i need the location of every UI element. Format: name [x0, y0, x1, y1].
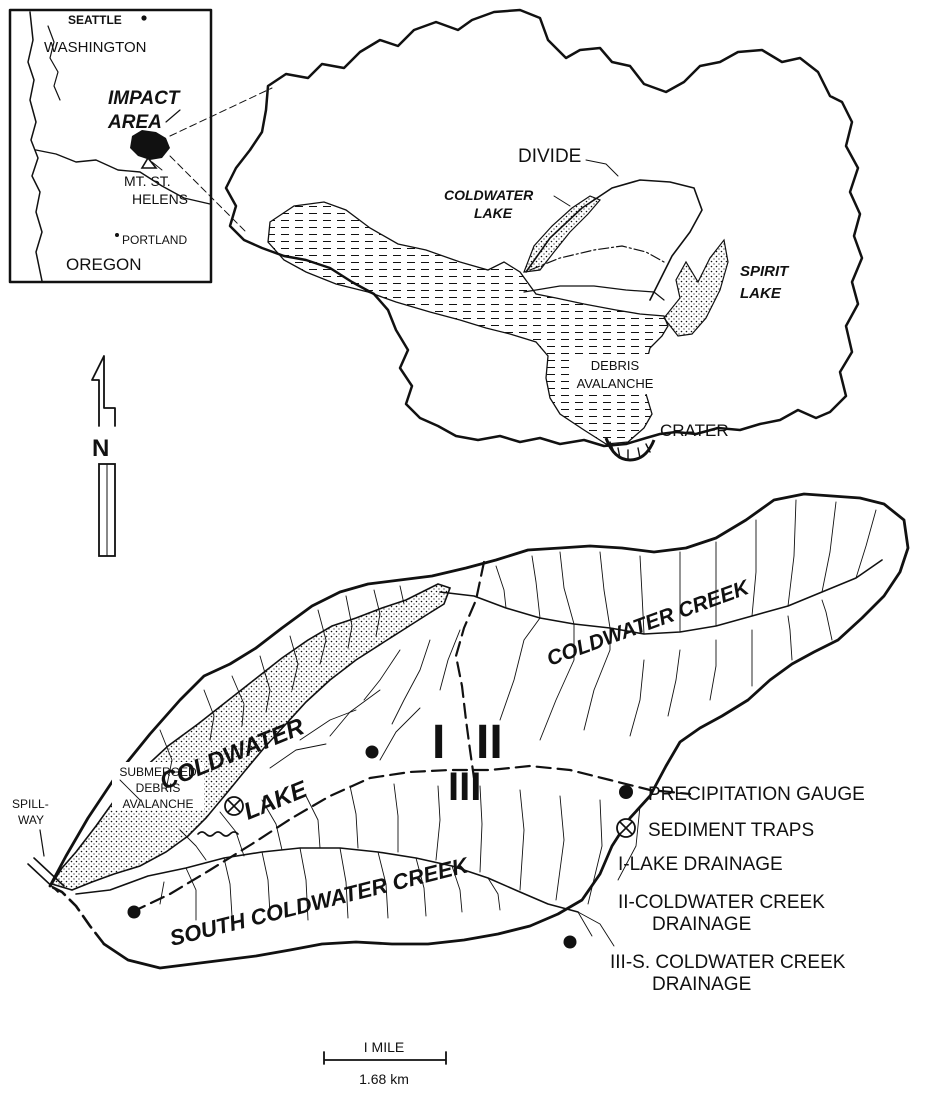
precipitation-gauge-1 — [365, 745, 379, 759]
impact-area-map: DIVIDE COLDWATER LAKE SPIRIT LAKE DEBRIS… — [224, 8, 864, 462]
connector-bottom — [169, 155, 247, 233]
scale-bar: I MILE 1.68 km — [323, 1039, 447, 1087]
coldwater-lake-label-2: LAKE — [240, 776, 312, 826]
legend-item-trap: SEDIMENT TRAPS — [648, 820, 814, 841]
zone-label-2: II — [476, 716, 503, 769]
legend-symbol-trap — [616, 818, 636, 838]
sediment-trap-marker — [224, 796, 244, 816]
submerged-wave-marks — [197, 831, 239, 837]
tributary-network — [119, 499, 877, 947]
divide-inner — [529, 245, 665, 271]
coastline — [27, 11, 43, 282]
helens-pointer — [151, 161, 163, 171]
impact-label-1: IMPACT — [108, 88, 181, 109]
divide-pointer — [585, 159, 619, 177]
divide-south — [523, 285, 665, 301]
divide-line — [525, 179, 703, 301]
impact-pointer — [165, 109, 181, 123]
city-label-1: SEATTLE — [68, 13, 122, 27]
scale-label-km: 1.68 km — [359, 1071, 409, 1087]
debris-avalanche-area — [267, 201, 669, 445]
volcano-label-2: HELENS — [132, 191, 188, 207]
scale-label-miles: I MILE — [364, 1039, 404, 1055]
north-arrow-head — [91, 355, 116, 427]
debris-label-1: DEBRIS — [591, 358, 640, 373]
mt-st-helens-triangle — [140, 156, 158, 169]
submerged-label-2: DEBRIS — [136, 781, 181, 795]
spillway-label-1: SPILL- — [12, 797, 49, 811]
debris-label-backdrop — [572, 354, 658, 394]
inset-map: SEATTLE WASHINGTON IMPACT AREA MT. ST. H… — [8, 8, 213, 284]
impact-label-2: AREA — [107, 112, 162, 133]
state-label-1: WASHINGTON — [44, 39, 147, 56]
inset-frame — [8, 8, 213, 284]
divide-i-ii — [454, 560, 486, 780]
coldwater-creek-channel — [439, 559, 883, 635]
impact-area-outline — [224, 8, 864, 448]
precipitation-gauge-2 — [127, 905, 141, 919]
legend-item-gauge: PRECIPITATION GAUGE — [648, 784, 865, 805]
basin-outline — [48, 492, 910, 970]
detail-map: COLDWATER CREEK COLDWATER LAKE SOUTH COL… — [12, 492, 910, 970]
divide-iii — [130, 764, 692, 914]
coldwater-creek-label: COLDWATER CREEK — [544, 576, 754, 671]
legend-item-creek-drainage: II-COLDWATER CREEK — [618, 892, 825, 913]
zone-label-3: III — [448, 765, 481, 809]
spirit-label-1: SPIRIT — [740, 263, 790, 280]
submerged-label-backdrop — [112, 762, 204, 810]
impact-area-blob — [130, 130, 170, 160]
legend: PRECIPITATION GAUGE SEDIMENT TRAPS I-LAK… — [610, 784, 865, 995]
divide-label: DIVIDE — [518, 146, 581, 167]
seattle-dot — [141, 15, 147, 21]
portland-dot — [115, 233, 119, 237]
legend-item-lake-drainage: I-LAKE DRAINAGE — [618, 854, 783, 875]
state-label-2: OREGON — [66, 255, 142, 274]
puget-sound — [47, 25, 61, 101]
coldwater-pointer — [553, 195, 571, 207]
city-label-2: PORTLAND — [122, 233, 187, 247]
submerged-label-1: SUBMERGED — [119, 765, 197, 779]
scale-line — [323, 1051, 447, 1065]
north-arrow: N — [91, 355, 116, 557]
connector-top — [169, 87, 273, 137]
coldwater-lake-area — [50, 583, 452, 891]
submerged-label-3: AVALANCHE — [123, 797, 194, 811]
crater-label: CRATER — [660, 421, 729, 440]
spirit-label-2: LAKE — [740, 285, 782, 302]
spillway-label-2: WAY — [18, 813, 44, 827]
spillway — [27, 857, 65, 893]
south-coldwater-creek-label: SOUTH COLDWATER CREEK — [167, 852, 472, 951]
basin-outline-south — [48, 884, 106, 946]
coldwater-lake-small — [523, 195, 602, 273]
state-border — [35, 149, 211, 205]
legend-symbol-gauge — [619, 785, 633, 799]
coldwater-label-1: COLDWATER — [444, 187, 534, 203]
north-label: N — [92, 435, 109, 462]
debris-label-2: AVALANCHE — [577, 376, 654, 391]
coldwater-label-2: LAKE — [474, 205, 513, 221]
crater-hatching — [609, 441, 651, 461]
precipitation-gauge-3 — [563, 935, 577, 949]
volcano-label-1: MT. ST. — [124, 173, 171, 189]
legend-item-creek-drainage-2: DRAINAGE — [652, 914, 751, 935]
legend-item-south-creek-drainage: III-S. COLDWATER CREEK — [610, 952, 846, 973]
spillway-pointer — [39, 829, 45, 857]
legend-item-south-creek-drainage-2: DRAINAGE — [652, 974, 751, 995]
spirit-lake — [663, 238, 729, 337]
zone-label-1: I — [432, 716, 445, 769]
